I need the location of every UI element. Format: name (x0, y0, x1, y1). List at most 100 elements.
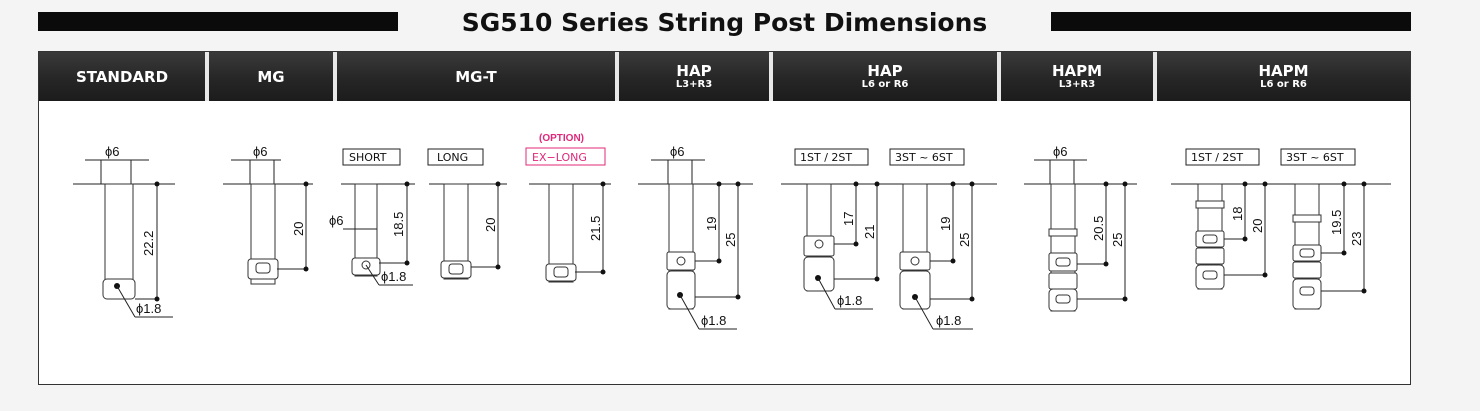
leader-line (365, 264, 380, 286)
leader-line (116, 285, 136, 318)
header-mg: MG (209, 52, 333, 101)
dimension-marker (495, 181, 501, 187)
1st-2st-label-box (794, 148, 869, 166)
dimension-marker (969, 296, 975, 302)
string-hole-upper (910, 256, 920, 266)
header-label: HAPM (1258, 62, 1309, 80)
dimension-label: 20 (1250, 219, 1265, 233)
dimension-marker (154, 181, 160, 187)
header-sublabel: L3+R3 (675, 79, 713, 90)
hapm-l6-3st6st-post: 3ST ~ 6ST 19.5 23 (1280, 148, 1367, 310)
post-body (354, 183, 378, 277)
string-hole-upper (814, 239, 824, 249)
dimension-marker (303, 266, 309, 272)
dimension-marker (1103, 181, 1109, 187)
dimension-marker (1262, 272, 1268, 278)
post-tip (899, 270, 931, 310)
string-slot-upper (1055, 257, 1071, 267)
post-collar (1048, 272, 1078, 290)
dimension-marker (404, 181, 410, 187)
dimension-marker (303, 181, 309, 187)
dimension-marker (1341, 250, 1347, 256)
dimension-marker (874, 181, 880, 187)
diameter-label: ϕ6 (1053, 144, 1068, 159)
dimension-marker (950, 181, 956, 187)
mg-post: ϕ6 20 (223, 144, 313, 285)
string-slot (255, 262, 271, 274)
diameter-label: ϕ6 (105, 144, 120, 159)
dimension-drawings: .ln{stroke:#222;stroke-width:1;fill:none… (73, 133, 1391, 330)
header-mgt: MG-T (337, 52, 615, 101)
diameter-label: ϕ1.8 (136, 301, 161, 316)
diameter-label: ϕ1.8 (701, 313, 726, 328)
dimension-marker (1242, 181, 1248, 187)
ex-long-label: EX−LONG (532, 151, 587, 164)
diameter-label: ϕ1.8 (837, 293, 862, 308)
dimension-label: 19 (938, 217, 953, 231)
dimension-marker (874, 276, 880, 282)
dimension-marker (154, 296, 160, 302)
dimension-label: 20 (291, 222, 306, 236)
dimension-marker (853, 181, 859, 187)
string-slot-lower (1202, 270, 1218, 280)
1st-2st-label: 1ST / 2ST (1191, 151, 1243, 164)
leader-line (679, 294, 700, 330)
dimension-label: 17 (841, 212, 856, 226)
header-label: HAP (867, 62, 903, 80)
page-title: SG510 Series String Post Dimensions (38, 8, 1411, 38)
diameter-label: ϕ6 (253, 144, 268, 159)
dimension-label: 21.5 (588, 216, 603, 241)
dimension-marker (1341, 181, 1347, 187)
hap-l6-1st2st-post: 1ST / 2ST 17 21 ϕ1.8 (781, 148, 997, 310)
leader-line (817, 277, 836, 310)
string-slot-lower (1055, 294, 1071, 304)
title-rule-left (38, 12, 398, 31)
header-label: HAPM (1051, 62, 1103, 80)
post-band (1048, 228, 1078, 237)
hapm-l3r3-post: ϕ6 20.5 25 (1024, 144, 1137, 312)
leader-line (914, 296, 934, 330)
header-separator (205, 52, 209, 101)
header-separator (333, 52, 337, 101)
string-slot (553, 266, 569, 278)
mgt-exlong-post: (OPTION) EX−LONG 21.5 (525, 133, 611, 283)
dimension-marker (853, 241, 859, 247)
1st-2st-label-box (1185, 148, 1260, 166)
hap-l6-3st6st-post: 3ST ~ 6ST 19 25 ϕ1.8 (889, 148, 975, 330)
3st-6st-label-box (1280, 148, 1356, 166)
header-sublabel: L6 or R6 (861, 79, 909, 90)
header-label: MG (257, 67, 285, 86)
option-label: (OPTION) (539, 133, 584, 144)
3st-6st-label-box (889, 148, 965, 166)
dimension-label: 21 (862, 225, 877, 239)
string-slot-upper (1202, 234, 1218, 244)
header-standard: STANDARD (39, 52, 205, 101)
post-body (104, 183, 134, 295)
header-label: MG-T (455, 67, 497, 86)
3st-6st-label: 3ST ~ 6ST (895, 151, 953, 164)
dimension-marker (969, 181, 975, 187)
ex-long-label-box (525, 147, 606, 166)
title-bar: SG510 Series String Post Dimensions (38, 8, 1411, 40)
hap-l3r3-post: ϕ6 19 25 ϕ1.8 (638, 144, 753, 330)
dimension-marker (1361, 288, 1367, 294)
dimension-label: 19 (704, 217, 719, 231)
hapm-l6-1st2st-post: 1ST / 2ST 18 20 (1171, 148, 1391, 290)
dimension-marker (1361, 181, 1367, 187)
string-slot (448, 263, 464, 275)
post-collar (1292, 261, 1322, 279)
short-label-box (342, 148, 401, 166)
post-collar (1195, 247, 1225, 265)
dimension-marker (1122, 296, 1128, 302)
mgt-long-post: LONG 20 (427, 148, 507, 280)
1st-2st-label: 1ST / 2ST (800, 151, 852, 164)
string-slot-lower (1299, 286, 1315, 296)
dimension-marker (1242, 236, 1248, 242)
dimension-marker (404, 260, 410, 266)
